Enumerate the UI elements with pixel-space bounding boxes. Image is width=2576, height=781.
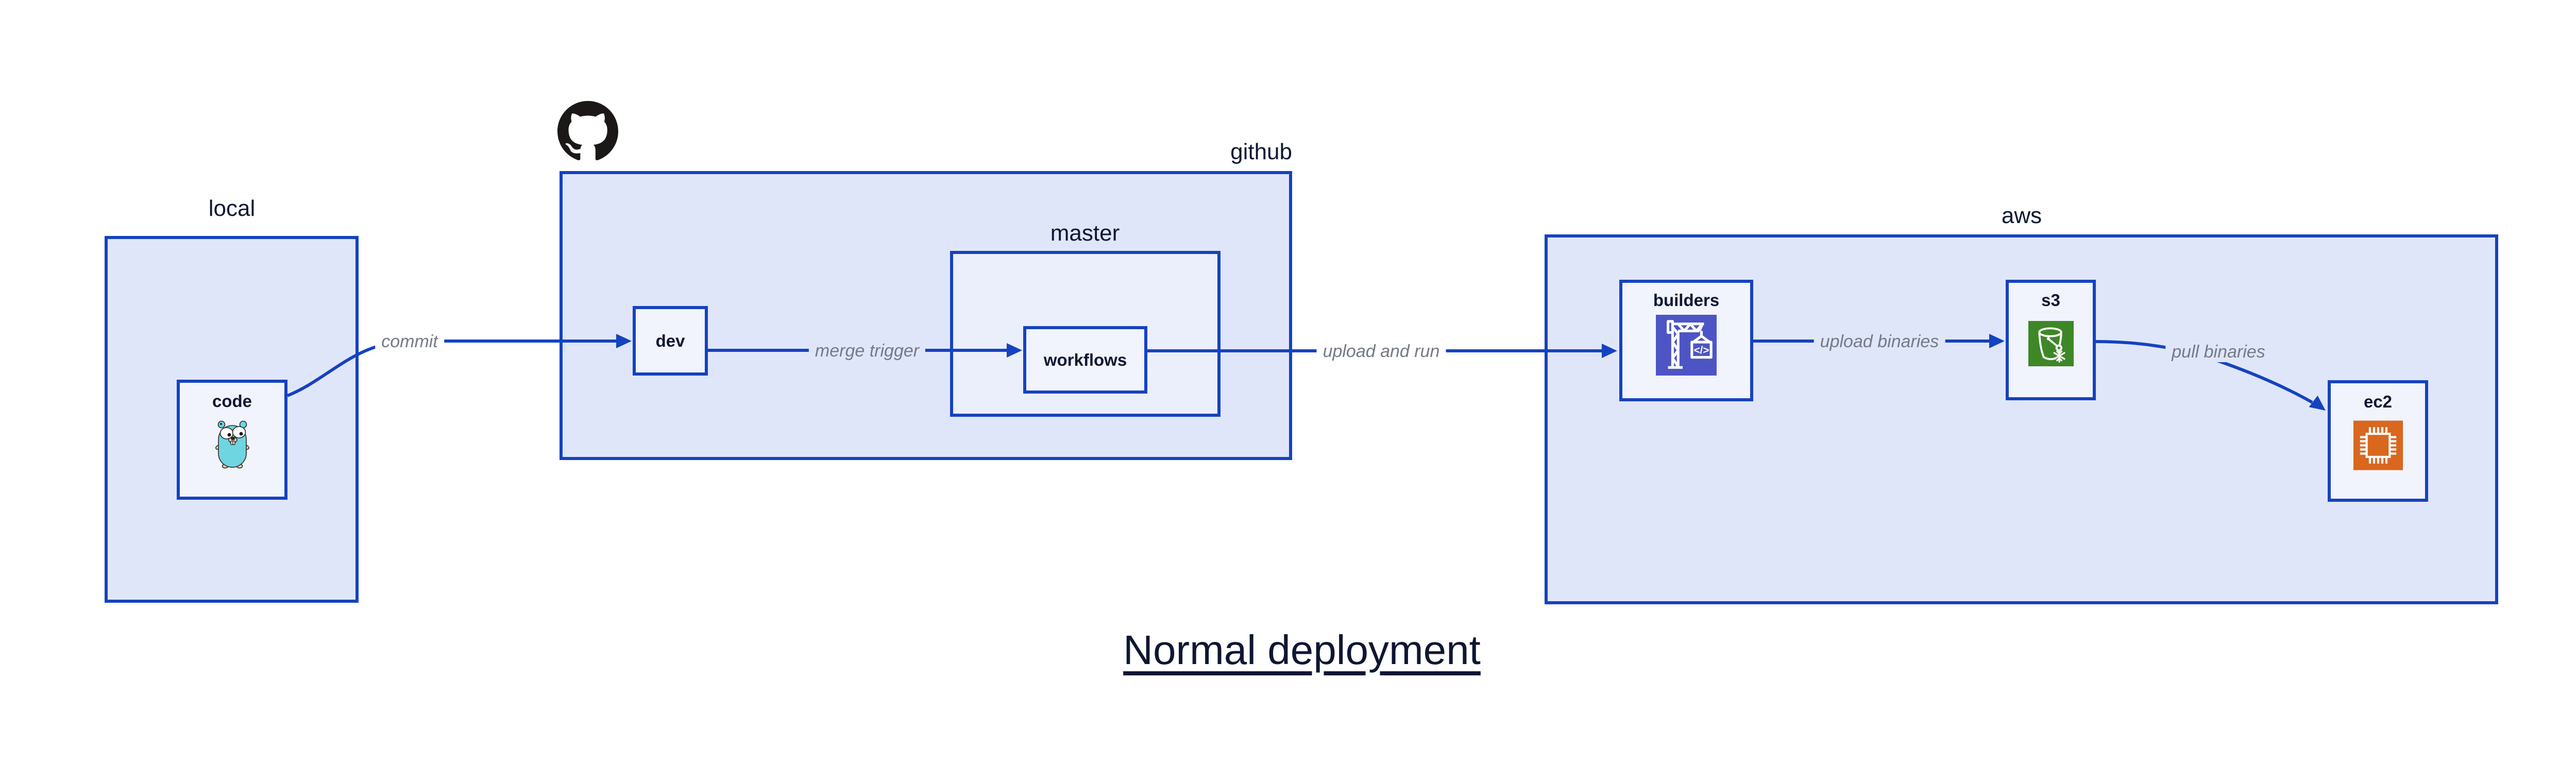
container-aws-title: aws [2001,203,2042,228]
diagram-title: Normal deployment [1123,627,1481,673]
edge-label-merge-trigger: merge trigger [808,341,926,361]
container-github-title: github [1230,139,1292,164]
node-builders: builders </> [1619,280,1753,401]
container-local-title: local [208,196,256,221]
aws-s3-glacier-bucket-icon [2028,321,2074,366]
aws-codebuild-crane-icon: </> [1656,315,1717,376]
node-code-label: code [212,392,252,411]
edge-label-upload-binaries: upload binaries [1814,331,1945,352]
node-dev: dev [633,306,708,376]
edge-label-pull-binaries: pull binaries [2165,342,2272,362]
node-s3-label: s3 [2041,291,2060,310]
node-builders-label: builders [1653,291,1720,310]
go-gopher-icon [215,420,249,469]
node-ec2: ec2 [2328,380,2428,502]
aws-ec2-chip-icon [2353,420,2403,470]
node-workflows-label: workflows [1043,350,1127,369]
node-ec2-label: ec2 [2363,392,2393,411]
github-octocat-icon [557,101,618,161]
edge-label-upload-and-run: upload and run [1316,341,1446,362]
node-dev-label: dev [655,331,685,350]
node-s3: s3 [2006,280,2096,400]
node-workflows: workflows [1023,326,1147,394]
svg-text:</>: </> [1694,345,1709,356]
edge-label-commit: commit [375,331,444,352]
node-code: code [177,380,287,500]
container-master-title: master [1050,220,1120,246]
